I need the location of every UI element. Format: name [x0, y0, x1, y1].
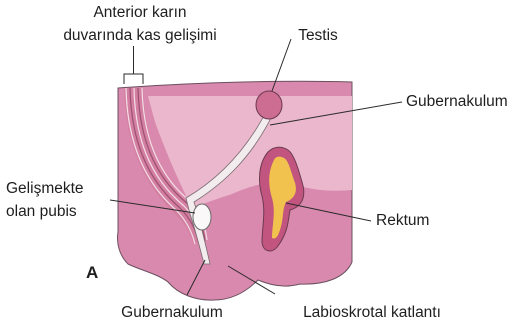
developing-pubis [193, 204, 211, 230]
label-pubis-line2: olan pubis [6, 203, 77, 220]
wall-bracket [124, 46, 143, 84]
label-gubernakulum-top: Gubernakulum [406, 93, 508, 110]
testis-organ [256, 91, 282, 119]
label-anterior-line1: Anterior karın [93, 4, 186, 21]
label-pubis-line1: Gelişmekte [6, 180, 84, 197]
label-anterior-line2: duvarında kas gelişimi [63, 27, 216, 44]
label-labioskrotal: Labioskrotal katlantı [303, 304, 441, 321]
panel-letter: A [86, 263, 98, 282]
label-rektum: Rektum [376, 212, 429, 229]
label-testis: Testis [298, 27, 338, 44]
label-gubernakulum-bottom: Gubernakulum [121, 304, 223, 321]
